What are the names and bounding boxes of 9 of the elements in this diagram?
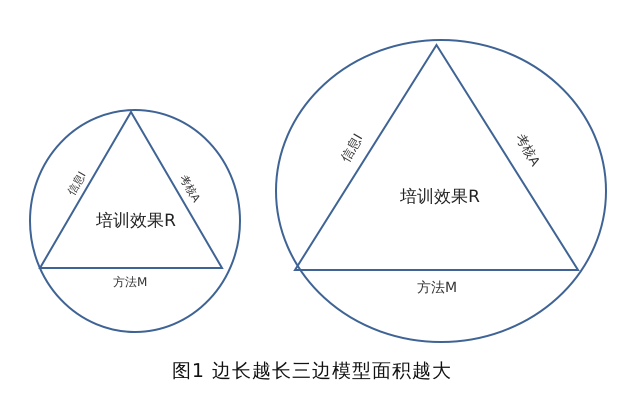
figure-caption: 图1 边长越长三边模型面积越大: [170, 359, 454, 384]
side-label: 信息I: [63, 168, 89, 198]
triangle-label: 培训效果R: [96, 212, 176, 232]
side-label: 考核A: [176, 171, 204, 205]
side-label: 方法M: [113, 274, 148, 290]
triangle-label: 培训效果R: [399, 188, 481, 208]
side-label: 方法M: [417, 279, 458, 297]
side-label: 考核A: [510, 130, 543, 170]
side-label: 信息I: [337, 130, 368, 166]
